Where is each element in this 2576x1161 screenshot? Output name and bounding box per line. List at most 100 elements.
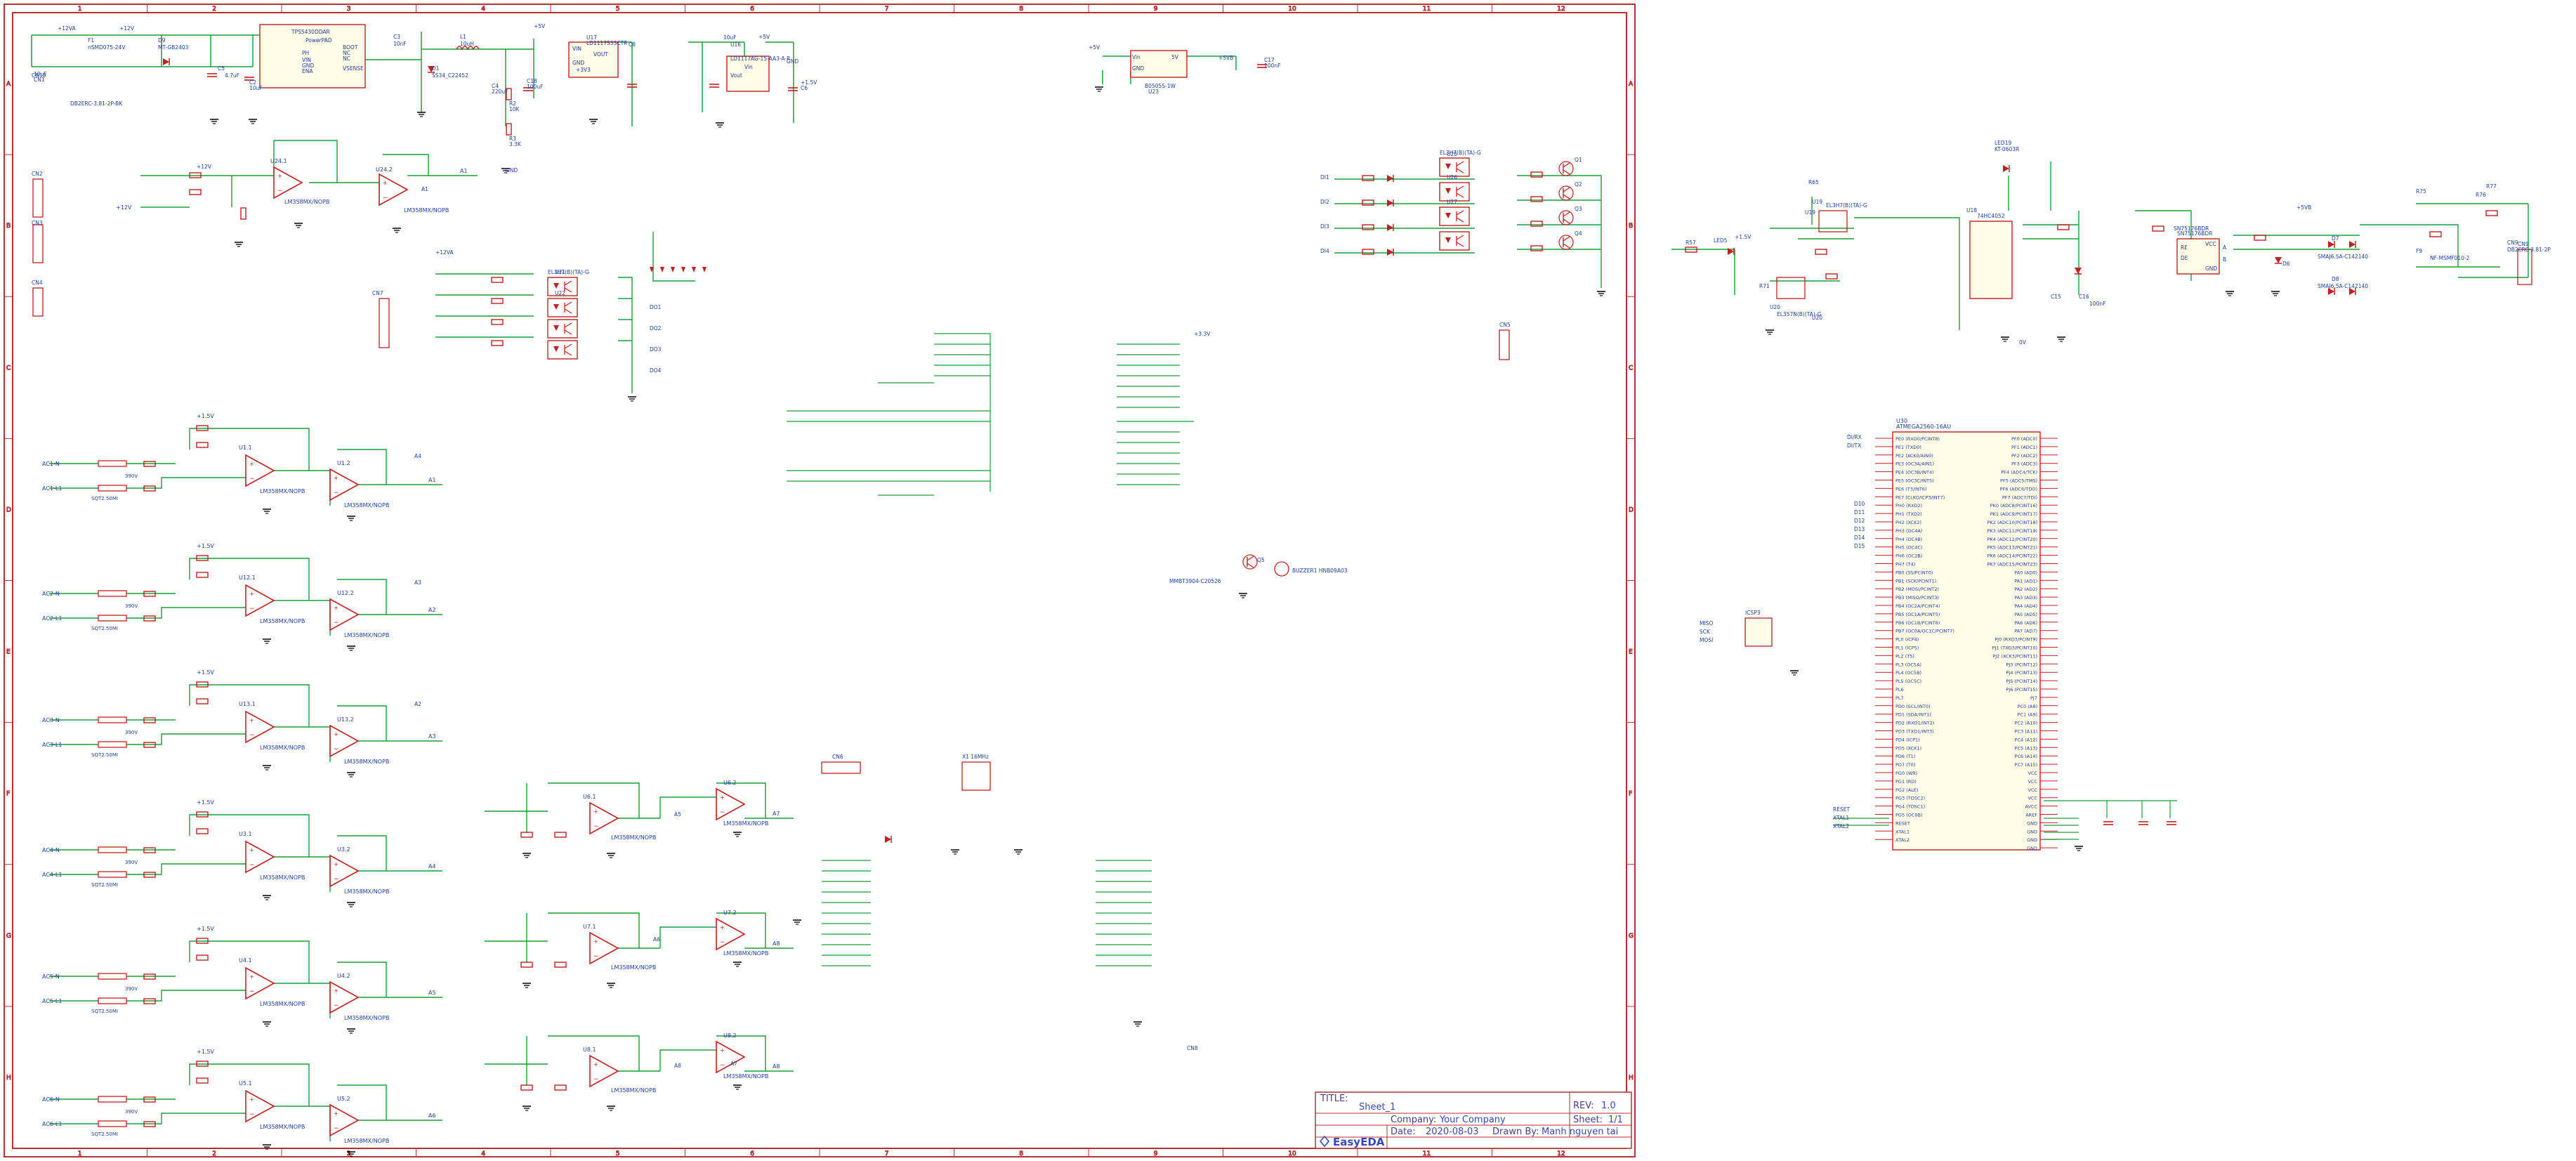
mcu-pin-label: PL3 (OC5A)	[1895, 662, 1921, 667]
mcu-pin-label: PK2 (ADC10/PCINT18)	[1987, 520, 2037, 525]
power-part-label: 10K	[509, 106, 520, 112]
component-label: CN6	[832, 754, 843, 760]
net-label: D12	[1854, 518, 1865, 524]
fuse-value: SQT2.50MI	[91, 1132, 118, 1137]
mcu-pin-label: PB1 (SCK/PCINT1)	[1895, 578, 1936, 584]
rs485-label: SMAJ6.5A-C142140	[2318, 254, 2368, 260]
power-part-label: 10uF	[249, 85, 263, 91]
digital-input-optos	[32, 157, 1606, 402]
opamp-symbol	[245, 454, 275, 487]
component-label: CN7	[372, 290, 383, 296]
opamp-part: LM358MX/NOPB	[284, 199, 329, 205]
mcu-pin-label: PK7 (ADC15/PCINT23)	[1987, 562, 2037, 568]
schematic-labels: +12VA+12VF1nSMD075-24VD9MT-GB2403TPS5430…	[32, 23, 2551, 1069]
opamp-part: LM358MX/NOPB	[611, 964, 656, 971]
power-part-label: 10nF	[393, 41, 407, 47]
component-label: CN5	[1499, 322, 1511, 328]
mcu-pin-label: PL0 (ICP4)	[1895, 637, 1919, 643]
mcu-pin-label: PF0 (ADC0)	[2011, 436, 2037, 442]
net-label: DI/RX	[1847, 434, 1862, 440]
power-part-label: NC	[343, 55, 350, 62]
date-value: 2020-08-03	[1426, 1127, 1479, 1137]
opamp-part: LM358MX/NOPB	[260, 745, 305, 751]
mov-value: 390V	[125, 1109, 138, 1115]
mcu-pin-label: AVCC	[2025, 804, 2037, 810]
frame-col-label: 6	[750, 1150, 754, 1157]
mcu-pin-label: PE2 (XCK0/AIN0)	[1895, 453, 1933, 459]
net-label-bus	[787, 333, 1194, 966]
mcu-pin-label: PG5 (OC0B)	[1895, 813, 1922, 818]
mov-value: 390V	[125, 730, 138, 735]
net-label: XTAL1	[1833, 815, 1849, 821]
power-part-label: BOOT	[343, 44, 358, 51]
power-supply-parts	[162, 24, 1268, 173]
frame-col-label: 12	[1557, 6, 1565, 13]
net-label: D10	[1854, 501, 1865, 507]
mcu-pin-label: PE5 (OC3C/INT5)	[1895, 478, 1934, 484]
opamp-ref: U3.1	[239, 831, 252, 837]
power-part-label: +12V	[119, 25, 135, 32]
sheet-label: Sheet:	[1573, 1115, 1603, 1125]
power-part-label: +1.5V	[801, 79, 817, 86]
mcu-atmega2560: PE0 (RXD0/PCINT8)PE1 (TXD0)PE2 (XCK0/AIN…	[1833, 418, 2177, 851]
component-label: ICSP3	[1745, 610, 1761, 616]
mcu-pin-label: PK6 (ADC14/PCINT22)	[1987, 553, 2037, 559]
mcu-pin-label: GND	[2027, 829, 2037, 834]
mcu-pin-label: PB0 (SS/PCINT0)	[1895, 570, 1933, 575]
frame-row-label: E	[6, 649, 11, 656]
mcu-pin-label: PD3 (TXD1/INT3)	[1895, 729, 1934, 735]
frame-row-label: B	[1629, 223, 1633, 230]
mcu-part-label: ATMEGA2560-16AU	[1896, 424, 1951, 430]
channel-output-label: A8	[773, 940, 780, 947]
opamp-symbol	[245, 584, 275, 617]
power-part-label: D9	[158, 37, 166, 44]
opamp-ref: U8.1	[583, 1047, 596, 1053]
mcu-pin-label: PE4 (OC3B/INT4)	[1895, 470, 1934, 475]
rs485-label: CN9	[2507, 240, 2518, 246]
component-label: U22	[555, 290, 565, 296]
channel-circuit: AC1-NAC1-L1U1.1U1.2LM358MX/NOPBLM358MX/N…	[42, 413, 442, 521]
power-part-label: 220uF	[492, 88, 508, 95]
opamp-part: LM358MX/NOPB	[344, 502, 389, 509]
power-part-label: 10uH	[460, 41, 474, 47]
channel-circuit: AC6-NAC6-L1U5.1U5.2LM358MX/NOPBLM358MX/N…	[42, 1049, 442, 1157]
mcu-pin-label: PF6 (ADC6/TDO)	[2000, 486, 2037, 492]
opamp-symbol	[329, 855, 359, 887]
power-part-label: U16	[730, 41, 741, 48]
mcu-pin-label: PE7 (CLKO/ICP3/INT7)	[1895, 494, 1945, 500]
component-label: Q4	[1575, 230, 1582, 237]
component-label: EL3H7(B)(TA)-G	[1826, 202, 1867, 209]
opamp-part: LM358MX/NOPB	[344, 759, 389, 765]
mini-reg-label: C17	[1264, 57, 1275, 63]
opamp-symbol	[589, 802, 619, 834]
mcu-pin-label: XTAL2	[1895, 837, 1910, 843]
mcu-pin-label: PD1 (SDA/INT1)	[1895, 712, 1931, 718]
component-label: Q3	[1575, 206, 1582, 212]
opamp-ref: U1.2	[337, 460, 350, 466]
frame-col-label: 1	[78, 1150, 82, 1157]
drawn-by-label: Drawn By:	[1492, 1127, 1539, 1137]
frame-col-label: 5	[616, 1150, 620, 1157]
opamp-part: LM358MX/NOPB	[260, 874, 305, 881]
frame-row-label: B	[6, 223, 11, 230]
opamp-ref: U4.1	[239, 957, 252, 964]
component-label: BUZZER1 HNB09A03	[1292, 568, 1348, 574]
rs485-label: SMAJ6.5A-C142140	[2318, 283, 2368, 289]
mcu-pin-label: PL6	[1895, 687, 1904, 693]
power-label: +1.5V	[197, 669, 214, 676]
mcu-pin-label: PK1 (ADC9/PCINT17)	[1990, 511, 2037, 517]
mcu-pin-label: PL2 (T5)	[1895, 653, 1914, 659]
fuse-value: SQT2.50MI	[91, 752, 118, 758]
mcu-pin-label: VCC	[2028, 796, 2037, 801]
mcu-pin-label: PH7 (T4)	[1895, 562, 1915, 568]
net-label: MISO	[1700, 620, 1713, 627]
fuse-value: SQT2.50MI	[91, 1009, 118, 1014]
channel-input-label: AC6-L1	[42, 1121, 62, 1127]
mov-value: 390V	[125, 986, 138, 992]
mcu-pin-label: PH3 (OC4A)	[1895, 528, 1922, 534]
power-part-label: DB2ERC-3.81-2P-BK	[70, 100, 123, 107]
mcu-pin-label: PF2 (ADC2)	[2011, 453, 2037, 459]
opamp-ref: U8.2	[723, 1032, 737, 1039]
frame-col-label: 2	[212, 1150, 216, 1157]
channel-output-label: A3	[428, 733, 436, 740]
